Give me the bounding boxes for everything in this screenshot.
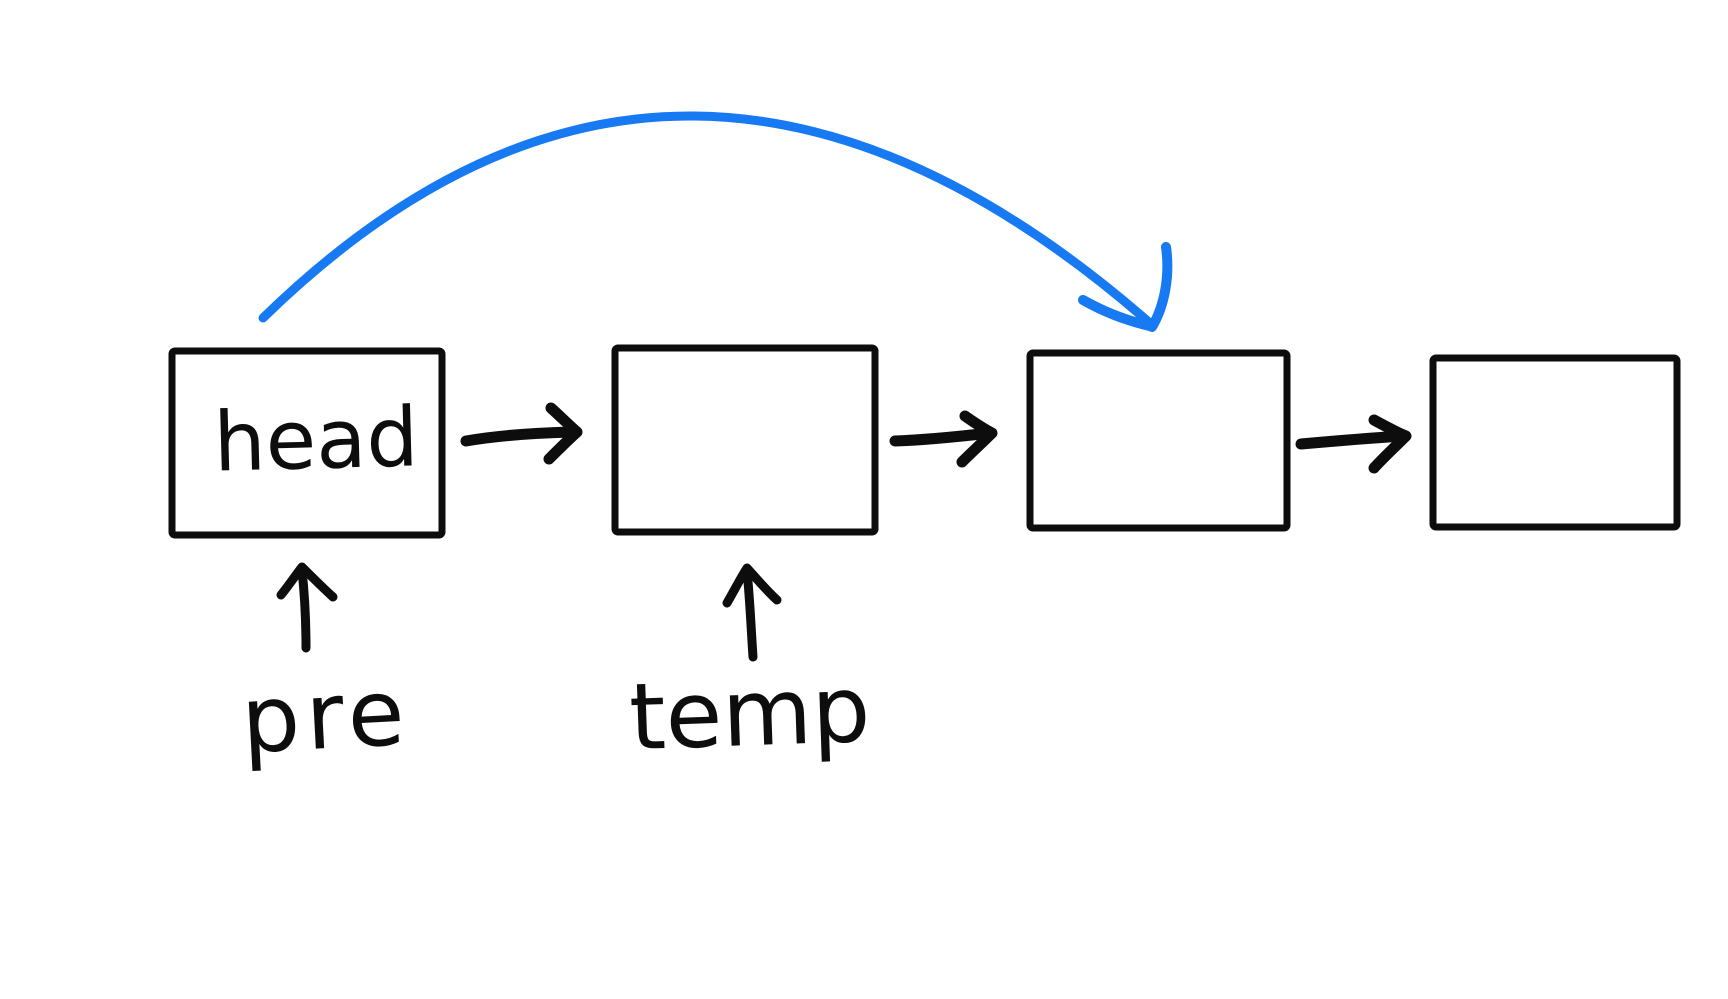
- node-box-2: [611, 344, 879, 536]
- next-arrow-1-head: [543, 402, 583, 465]
- blue-relink-arrow-head-right-barb: [1147, 242, 1173, 332]
- pre-pointer-arrow-shaft: [297, 565, 311, 653]
- blue-relink-arrow: [258, 111, 1173, 332]
- next-arrow-2-head: [956, 410, 998, 468]
- node-1-label: head: [212, 390, 419, 490]
- node-box-1-head: [168, 347, 446, 539]
- pre-pointer-arrow-head: [276, 562, 338, 602]
- pre-label: pre: [239, 659, 413, 775]
- next-arrow-2: [889, 410, 998, 468]
- temp-label: temp: [628, 656, 872, 771]
- next-arrow-2-shaft: [889, 427, 996, 447]
- pre-pointer-arrow: [276, 562, 338, 653]
- next-arrow-3-head: [1368, 414, 1412, 474]
- next-arrow-1-shaft: [460, 426, 577, 447]
- temp-pointer-arrow-shaft: [742, 566, 758, 662]
- blue-relink-arrow-head-left-barb: [1078, 295, 1155, 331]
- next-arrow-3: [1295, 414, 1412, 474]
- next-arrow-3-shaft: [1295, 430, 1409, 450]
- temp-pointer-arrow-head: [722, 563, 782, 608]
- blue-relink-arrow-arc: [258, 111, 1156, 329]
- next-arrow-1: [460, 402, 583, 465]
- node-box-4: [1429, 354, 1681, 531]
- node-box-3: [1026, 349, 1291, 532]
- temp-pointer-arrow: [722, 563, 782, 662]
